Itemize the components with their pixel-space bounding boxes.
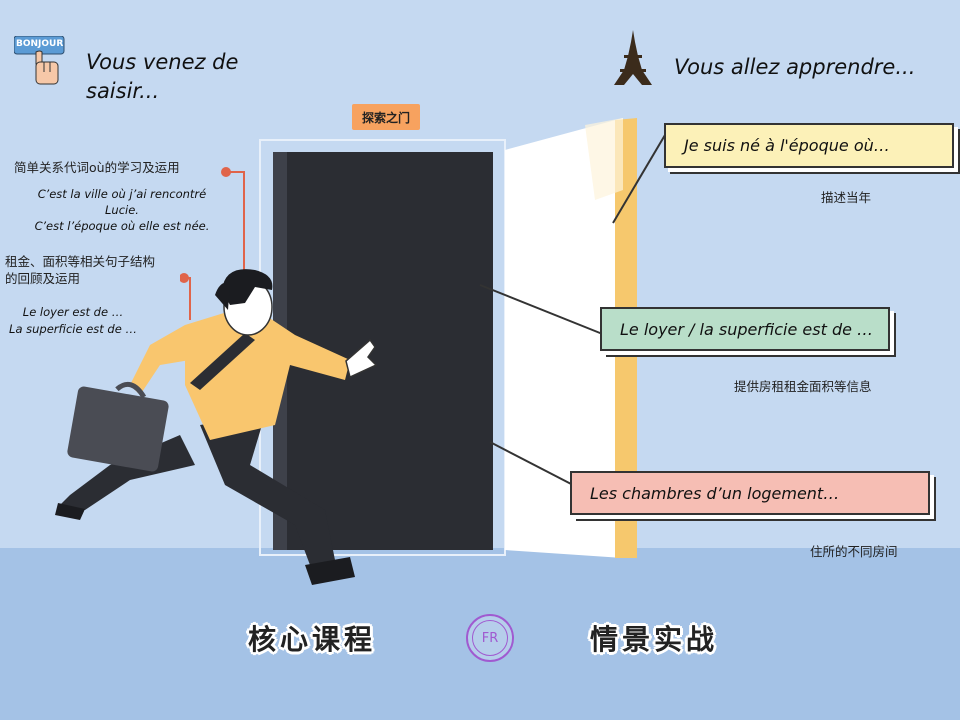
right-header: Vous allez apprendre... [674, 55, 916, 79]
rent-examples: Le loyer est de … La superficie est de … [8, 304, 138, 338]
rent-note-line: 的回顾及运用 [5, 271, 81, 286]
caption-loyer: 提供房租租金面积等信息 [734, 379, 872, 394]
example-line: C’est la ville où j’ai rencontré [37, 187, 207, 201]
fr-logo: FR [466, 614, 514, 662]
example-line: La superficie est de … [9, 322, 137, 336]
box-epoque-text: Je suis né à l'époque où… [684, 136, 890, 155]
door-tag: 探索之门 [352, 104, 420, 130]
businessman-illustration [55, 269, 378, 585]
grammar-examples: C’est la ville où j’ai rencontré Lucie. … [22, 186, 222, 234]
example-line: C’est l’époque où elle est née. [34, 219, 210, 233]
box-loyer-text: Le loyer / la superficie est de … [620, 319, 874, 339]
rent-note-cn: 租金、面积等相关句子结构 的回顾及运用 [5, 253, 155, 287]
eiffel-tower-icon [614, 30, 652, 85]
caption-epoque: 描述当年 [821, 190, 872, 205]
fr-logo-text: FR [472, 620, 508, 656]
grammar-note-cn: 简单关系代词où的学习及运用 [14, 160, 180, 175]
scenario-practice-label: 情景实战 [590, 623, 719, 656]
box-epoque: Je suis né à l'époque où… [664, 123, 954, 168]
left-connectors [180, 167, 245, 320]
caption-chambres: 住所的不同房间 [810, 544, 898, 559]
bonjour-speech-icon: BONJOUR [13, 35, 66, 86]
box-chambres: Les chambres d’un logement… [570, 471, 930, 515]
box-chambres-text: Les chambres d’un logement… [590, 483, 840, 503]
box-loyer: Le loyer / la superficie est de … [600, 307, 890, 351]
example-line: Lucie. [105, 203, 139, 217]
left-header: Vous venez de saisir... [86, 50, 239, 103]
example-line: Le loyer est de … [22, 305, 124, 319]
door-illustration [259, 118, 637, 558]
core-course-label: 核心课程 [248, 623, 377, 656]
connector-lines [479, 134, 666, 487]
rent-note-line: 租金、面积等相关句子结构 [5, 254, 156, 269]
bubble-text: BONJOUR [16, 39, 64, 49]
